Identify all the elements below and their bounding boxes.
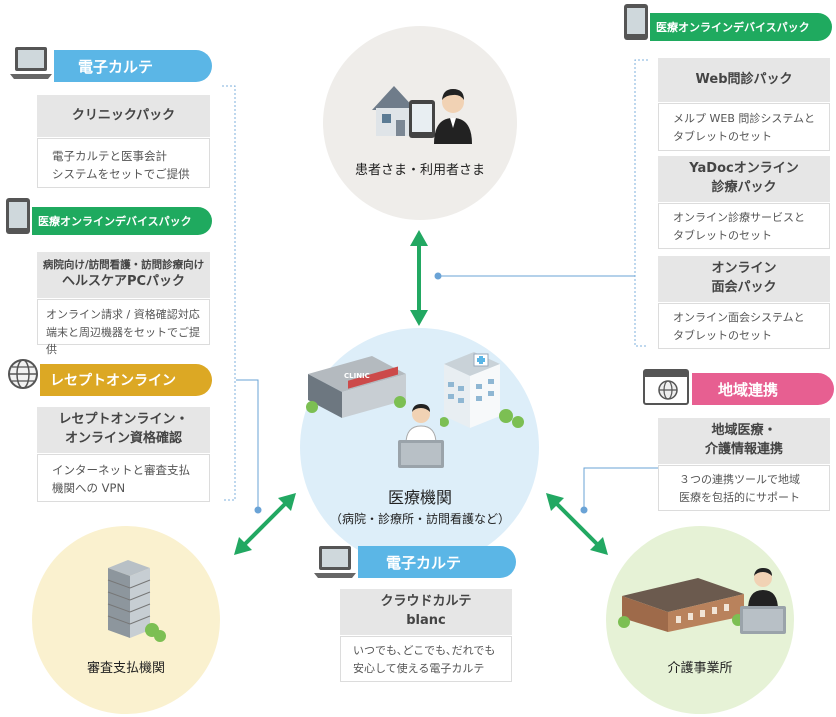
receipt-desc: インターネットと審査支払 機関への VPN — [37, 454, 210, 502]
clinic-pack-title: クリニックパック — [37, 95, 210, 137]
cloud-karte-title: クラウドカルテ blanc — [340, 589, 512, 635]
review-label: 審査支払機関 — [86, 661, 165, 676]
house-icon — [368, 80, 428, 140]
office-building-icon — [98, 556, 170, 644]
person-icon — [738, 566, 788, 636]
arrow-patient-hospital — [410, 230, 428, 326]
arrow-hospital-care — [546, 493, 608, 555]
healthcare-pack-sub: 病院向け/訪問看護・訪問診療向け — [42, 258, 205, 271]
right-bracket-line — [634, 59, 648, 347]
arrow-hospital-review — [234, 493, 296, 555]
visit-pack-desc: オンライン面会システムと タブレットのセット — [658, 303, 830, 349]
laptop-icon — [8, 44, 54, 82]
healthcare-pack-title: 病院向け/訪問看護・訪問診療向け ヘルスケアPCパック — [37, 252, 210, 298]
clinic-building-icon — [302, 352, 410, 422]
tablet-icon — [407, 98, 437, 140]
clinic-pack-desc: 電子カルテと医事会計 システムをセットでご提供 — [37, 138, 210, 188]
clinic-sign: CLINIC — [344, 372, 370, 380]
browser-globe-icon — [642, 368, 690, 406]
globe-icon — [6, 357, 40, 391]
tablet-icon — [622, 2, 650, 42]
left-bracket-line — [222, 85, 236, 501]
yadoc-pack-title: YaDocオンライン 診療パック — [658, 156, 830, 202]
hospital-title: 医療機関 — [387, 488, 452, 507]
region-connector-dot — [580, 506, 588, 514]
device-connector-dot — [434, 272, 442, 280]
web-pack-title: Web問診パック — [658, 58, 830, 102]
cloud-karte-desc: いつでも､どこでも､だれでも 安心して使える電子カルテ — [340, 636, 512, 682]
care-facility-icon — [618, 574, 748, 634]
receipt-connector-dot — [254, 506, 262, 514]
web-pack-desc: メルプ WEB 問診システムと タブレットのセット — [658, 103, 830, 151]
hospital-building-icon — [439, 346, 530, 434]
person-icon — [396, 402, 446, 470]
healthcare-pack-desc: オンライン請求 / 資格確認対応 端末と周辺機器をセットでご提供 — [37, 299, 210, 356]
yadoc-pack-desc: オンライン診療サービスと タブレットのセット — [658, 203, 830, 249]
right-device-label: 医療オンラインデバイスパック — [650, 13, 832, 41]
care-label: 介護事業所 — [667, 661, 733, 676]
receipt-label: レセプトオンライン — [40, 364, 212, 396]
region-desc: ３つの連携ツールで地域 医療を包括的にサポート — [658, 465, 830, 511]
healthcare-pack-name: ヘルスケアPCパック — [61, 274, 186, 290]
hospital-sub: （病院・診療所・訪問看護など） — [329, 512, 510, 526]
person-icon — [430, 86, 476, 144]
receipt-connector — [236, 379, 259, 510]
region-label: 地域連携 — [692, 373, 834, 405]
region-connector — [583, 467, 658, 510]
patient-label: 患者さま・利用者さま — [354, 163, 485, 178]
laptop-icon — [312, 543, 358, 581]
visit-pack-title: オンライン 面会パック — [658, 256, 830, 302]
receipt-title: レセプトオンライン・ オンライン資格確認 — [37, 407, 210, 453]
region-title: 地域医療・ 介護情報連携 — [658, 418, 830, 464]
karte-label: 電子カルテ — [54, 50, 212, 82]
tablet-icon — [4, 196, 32, 236]
left-device-label: 医療オンラインデバイスパック — [32, 207, 212, 235]
cloud-karte-label: 電子カルテ — [358, 546, 516, 578]
